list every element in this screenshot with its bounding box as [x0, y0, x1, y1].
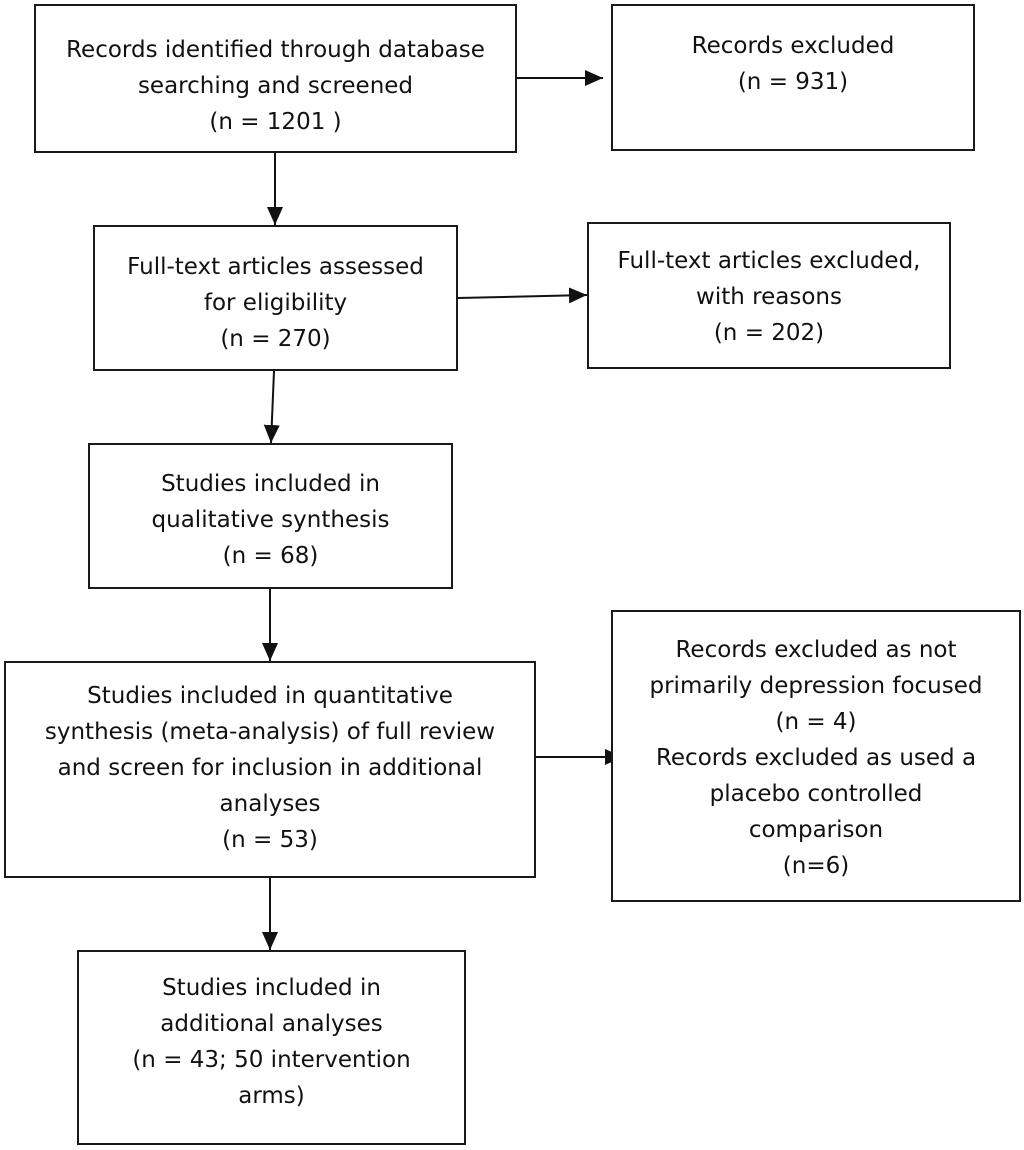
qualitative-synthesis-line-1: Studies included in: [161, 471, 380, 497]
fulltext-excluded-line-1: Full-text articles excluded,: [617, 248, 921, 274]
quantitative-synthesis-line-4: analyses: [219, 791, 321, 817]
records-identified-line-1: Records identified through database: [66, 37, 485, 63]
records-excluded-box: Records excluded (n = 931): [611, 4, 975, 151]
further-excluded-count-2: (n=6): [782, 853, 850, 879]
qualitative-synthesis-line-2: qualitative synthesis: [151, 507, 390, 533]
quantitative-synthesis-count: (n = 53): [222, 827, 318, 853]
further-excluded-line-3: Records excluded as used a: [655, 745, 977, 771]
fulltext-excluded-line-2: with reasons: [696, 284, 842, 310]
additional-analyses-box: Studies included in additional analyses …: [77, 950, 466, 1145]
records-excluded-count: (n = 931): [737, 69, 849, 95]
fulltext-assessed-line-2: for eligibility: [203, 290, 348, 316]
fulltext-excluded-box: Full-text articles excluded, with reason…: [587, 222, 951, 369]
further-excluded-line-1: Records excluded as not: [675, 637, 957, 663]
fulltext-assessed-line-1: Full-text articles assessed: [127, 254, 424, 280]
records-identified-box: Records identified through database sear…: [34, 4, 517, 153]
quantitative-synthesis-line-3: and screen for inclusion in additional: [57, 755, 483, 781]
additional-analyses-line-1: Studies included in: [162, 975, 381, 1001]
fulltext-assessed-box: Full-text articles assessed for eligibil…: [93, 225, 458, 371]
further-excluded-count-1: (n = 4): [775, 709, 857, 735]
arrow-fulltext-to-excluded: [457, 287, 588, 304]
quantitative-synthesis-box: Studies included in quantitative synthes…: [4, 661, 536, 878]
arrow-fulltext-to-qualitative: [263, 370, 280, 444]
qualitative-synthesis-box: Studies included in qualitative synthesi…: [88, 443, 453, 589]
additional-analyses-line-4: arms): [238, 1083, 305, 1109]
fulltext-excluded-count: (n = 202): [713, 320, 825, 346]
qualitative-synthesis-count: (n = 68): [222, 543, 319, 569]
additional-analyses-count: (n = 43; 50 intervention: [132, 1047, 411, 1073]
further-excluded-line-2: primarily depression focused: [649, 673, 983, 699]
records-identified-line-2: searching and screened: [137, 73, 414, 99]
quantitative-synthesis-line-1: Studies included in quantitative: [87, 683, 453, 709]
records-identified-count: (n = 1201 ): [209, 109, 342, 135]
further-excluded-box: Records excluded as not primarily depres…: [611, 610, 1021, 902]
further-excluded-line-5: comparison: [748, 817, 884, 843]
further-excluded-line-4: placebo controlled: [709, 781, 923, 807]
records-excluded-line-1: Records excluded: [691, 33, 895, 59]
quantitative-synthesis-line-2: synthesis (meta-analysis) of full review: [44, 719, 496, 745]
additional-analyses-line-2: additional analyses: [160, 1011, 383, 1037]
fulltext-assessed-count: (n = 270): [220, 326, 331, 352]
